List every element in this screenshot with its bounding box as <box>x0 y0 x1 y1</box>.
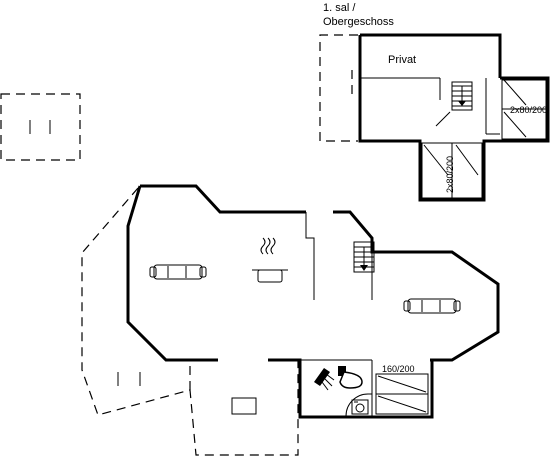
bed-ground: 160/200 <box>375 364 429 415</box>
ground-floor-walls <box>126 184 500 419</box>
terrace-table <box>231 397 257 415</box>
sofa-icon <box>403 298 461 314</box>
terrace-window <box>117 372 141 386</box>
upper-floor-walls <box>358 33 550 202</box>
upper-floor: 1. sal / Obergeschoss Privat <box>319 2 550 202</box>
ground-floor: 160/200 <box>81 184 500 456</box>
bed-label-ground: 160/200 <box>382 364 415 374</box>
bed-group-upper-lower: 2x80/200 <box>421 142 483 199</box>
bed-label-upper-lower: 2x80/200 <box>445 156 455 193</box>
room-label-privat: Privat <box>388 54 416 66</box>
bed-group-upper-right: 2x80/200 <box>501 79 547 140</box>
bathroom-door-swing <box>345 393 372 417</box>
upper-dashed-outline <box>319 34 358 142</box>
annex-outline <box>0 93 81 161</box>
toilet-icon <box>338 366 363 389</box>
floor-label-line2: Obergeschoss <box>323 16 394 28</box>
shower-icon <box>314 368 335 391</box>
staircase-icon <box>451 81 473 111</box>
floor-label-line1: 1. sal / <box>323 2 356 14</box>
upper-inner-wall <box>359 77 440 90</box>
ground-inner-walls <box>300 212 373 417</box>
washing-machine-icon <box>351 399 369 415</box>
sofa-icon <box>149 264 207 280</box>
upper-door-swing <box>435 78 500 135</box>
terrace-outline <box>81 187 299 456</box>
bed-label-upper-right: 2x80/200 <box>510 105 547 115</box>
staircase-icon <box>353 241 375 273</box>
cooking-pot-icon <box>252 237 288 283</box>
